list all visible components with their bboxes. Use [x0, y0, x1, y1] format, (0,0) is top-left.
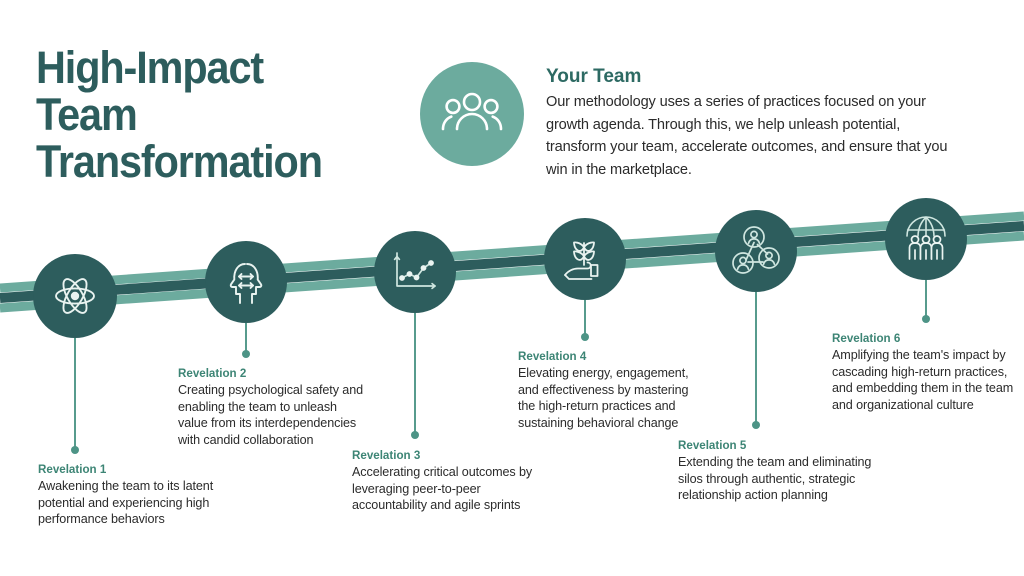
revelation-title-1: Revelation 1	[38, 463, 107, 476]
your-team-panel: Your Team Our methodology uses a series …	[420, 62, 980, 181]
page-title: High-Impact Team Transformation	[36, 44, 376, 185]
revelation-title-6: Revelation 6	[832, 332, 901, 345]
page-title-line-1: High-Impact	[36, 42, 264, 93]
revelation-label-1: Revelation 1 Awakening the team to its l…	[38, 462, 228, 528]
team-badge	[420, 62, 524, 166]
revelation-body-3: Accelerating critical outcomes by levera…	[352, 465, 533, 513]
plant-in-hand-icon	[558, 235, 612, 283]
revelation-title-2: Revelation 2	[178, 367, 247, 380]
revelation-label-2: Revelation 2 Creating psychological safe…	[178, 366, 368, 448]
timeline-ribbon	[0, 211, 1024, 313]
revelation-body-4: Elevating energy, engagement, and effect…	[518, 366, 689, 430]
timeline-stalk-4	[584, 300, 586, 336]
timeline-stalk-dot-6	[921, 315, 930, 323]
revelation-label-4: Revelation 4 Elevating energy, engagemen…	[518, 349, 708, 431]
people-network-icon	[729, 225, 783, 277]
page-title-line-2: Team	[36, 89, 138, 140]
timeline-stalk-6	[925, 280, 927, 318]
timeline-node-4[interactable]	[544, 218, 626, 300]
timeline-node-1[interactable]	[33, 254, 117, 338]
team-text-wrap: Your Team Our methodology uses a series …	[546, 62, 954, 181]
revelation-body-1: Awakening the team to its latent potenti…	[38, 479, 214, 527]
timeline-stalk-1	[74, 338, 76, 449]
ribbon-band-light-top	[0, 211, 1024, 293]
timeline-stalk-2	[245, 323, 247, 353]
timeline-stalk-3	[414, 313, 416, 434]
revelation-body-6: Amplifying the team's impact by cascadin…	[832, 348, 1014, 412]
revelation-title-4: Revelation 4	[518, 350, 587, 363]
timeline-stalk-dot-4	[580, 333, 589, 341]
timeline-node-3[interactable]	[374, 231, 456, 313]
revelation-title-5: Revelation 5	[678, 439, 747, 452]
team-description: Our methodology uses a series of practic…	[546, 94, 948, 178]
revelation-timeline: Revelation 1 Awakening the team to its l…	[0, 190, 1024, 576]
timeline-stalk-dot-1	[70, 446, 79, 454]
revelation-title-3: Revelation 3	[352, 449, 421, 462]
timeline-stalk-dot-2	[241, 350, 250, 358]
team-heading: Your Team	[546, 66, 642, 87]
timeline-stalk-5	[755, 292, 757, 424]
people-group-icon	[441, 91, 503, 138]
timeline-node-5[interactable]	[715, 210, 797, 292]
ribbon-band-light-bottom	[0, 231, 1024, 313]
timeline-stalk-dot-5	[751, 421, 760, 429]
revelation-body-5: Extending the team and eliminating silos…	[678, 455, 872, 503]
line-chart-icon	[389, 249, 441, 295]
revelation-label-6: Revelation 6 Amplifying the team's impac…	[832, 331, 1024, 413]
timeline-node-2[interactable]	[205, 241, 287, 323]
revelation-label-3: Revelation 3 Accelerating critical outco…	[352, 448, 542, 514]
globe-people-icon	[899, 214, 953, 264]
timeline-node-6[interactable]	[885, 198, 967, 280]
ribbon-band-dark-middle	[0, 221, 1024, 303]
atom-icon	[50, 271, 100, 321]
revelation-body-2: Creating psychological safety and enabli…	[178, 383, 364, 447]
two-heads-exchange-icon	[220, 259, 272, 305]
timeline-stalk-dot-3	[410, 431, 419, 439]
revelation-label-5: Revelation 5 Extending the team and elim…	[678, 438, 873, 504]
page-title-line-3: Transformation	[36, 136, 323, 187]
